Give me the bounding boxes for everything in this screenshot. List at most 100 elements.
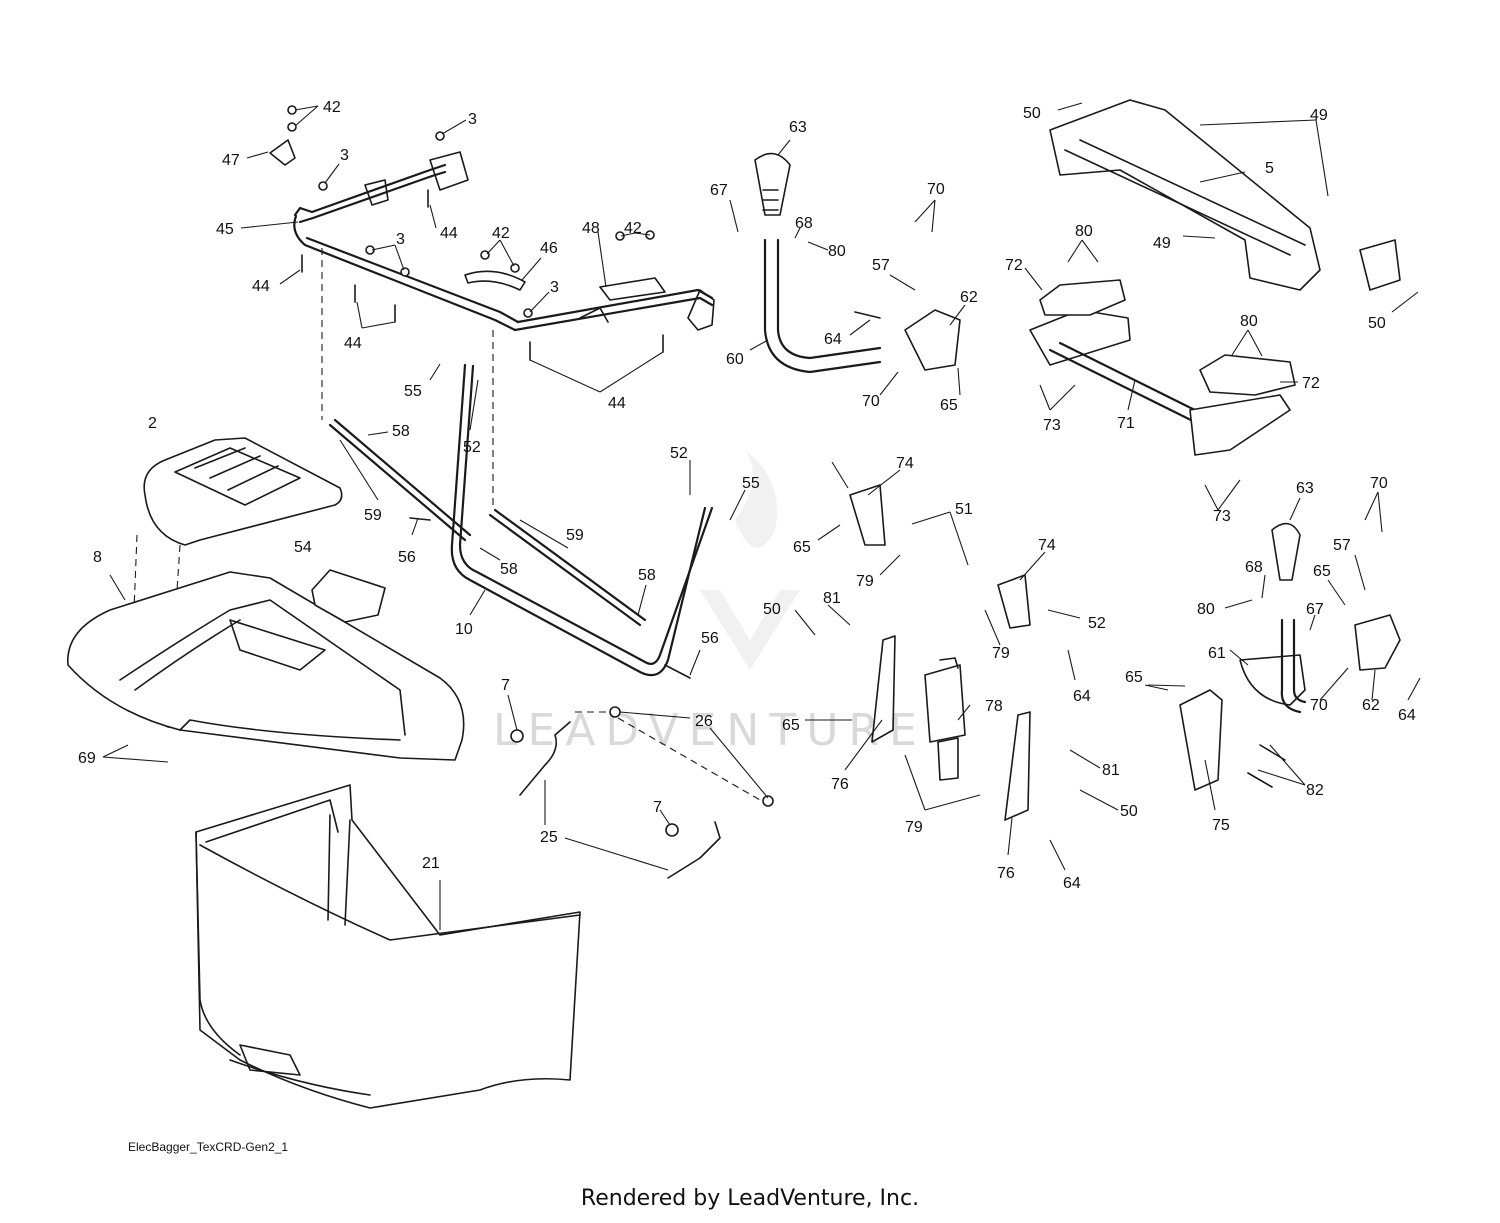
bag-21 [195, 784, 581, 1109]
callout-52a: 52 [463, 439, 481, 456]
callout-50c: 50 [763, 601, 781, 618]
callout-64a: 64 [824, 331, 842, 348]
bracket-75 [1179, 689, 1223, 791]
callout-10: 10 [455, 621, 473, 638]
callout-72b: 72 [1302, 375, 1320, 392]
callout-56b: 56 [701, 630, 719, 647]
lever-60 [754, 152, 882, 374]
lever-61 [1239, 522, 1307, 714]
callout-52b: 52 [670, 445, 688, 462]
callout-48: 48 [582, 220, 600, 237]
callout-54: 54 [294, 539, 312, 556]
bracket-47 [269, 139, 296, 166]
callout-44b: 44 [252, 278, 270, 295]
bracket-74b [997, 574, 1031, 629]
callout-71: 71 [1117, 415, 1135, 432]
callout-42c: 42 [624, 220, 642, 237]
callout-68a: 68 [795, 215, 813, 232]
lower-frame-10 [450, 363, 714, 677]
cover-2 [143, 437, 343, 546]
callout-73a: 73 [1043, 417, 1061, 434]
callout-63b: 63 [1296, 480, 1314, 497]
callout-2: 2 [148, 415, 157, 432]
callout-46: 46 [540, 240, 558, 257]
callout-78: 78 [985, 698, 1003, 715]
callout-65d: 65 [1125, 669, 1143, 686]
callout-8: 8 [93, 549, 102, 566]
callout-80a: 80 [1075, 223, 1093, 240]
callout-52d: 52 [1088, 615, 1106, 632]
callout-60: 60 [726, 351, 744, 368]
callout-64d: 64 [1063, 875, 1081, 892]
brace-59-left-b [333, 418, 472, 537]
callout-58b: 58 [500, 561, 518, 578]
callout-44c: 44 [344, 335, 362, 352]
callout-26: 26 [695, 713, 713, 730]
callout-3d: 3 [550, 279, 559, 296]
callout-67b: 67 [1306, 601, 1324, 618]
hardware-fasteners [287, 105, 664, 361]
bracket-76b [1004, 711, 1031, 821]
bracket-76a [871, 635, 896, 743]
callout-80d: 80 [1197, 601, 1215, 618]
callout-70c: 70 [1370, 475, 1388, 492]
callout-65a: 65 [940, 397, 958, 414]
callout-76b: 76 [997, 865, 1015, 882]
actuator-78 [924, 657, 966, 781]
callout-21: 21 [422, 855, 440, 872]
callout-47: 47 [222, 152, 240, 169]
callout-79b: 79 [992, 645, 1010, 662]
callout-64b: 64 [1073, 688, 1091, 705]
bagger-frame-handle [293, 151, 715, 332]
pin-56b [664, 664, 691, 679]
callout-79c: 79 [905, 819, 923, 836]
callout-51: 51 [955, 501, 973, 518]
callout-59a: 59 [364, 507, 382, 524]
callout-50d: 50 [1120, 803, 1138, 820]
callout-58a: 58 [392, 423, 410, 440]
callout-57b: 57 [1333, 537, 1351, 554]
callout-50b: 50 [1368, 315, 1386, 332]
callout-70a: 70 [927, 181, 945, 198]
callout-76a: 76 [831, 776, 849, 793]
pin-56 [409, 517, 431, 521]
callout-80b: 80 [828, 243, 846, 260]
callout-58c: 58 [638, 567, 656, 584]
callout-49a: 49 [1310, 107, 1328, 124]
callout-3b: 3 [340, 147, 349, 164]
callout-labels: 2 3 3 3 3 5 7 7 8 10 21 25 26 42 42 42 4… [78, 99, 1416, 892]
callout-5: 5 [1265, 160, 1274, 177]
callout-70b: 70 [862, 393, 880, 410]
spring-25b [667, 821, 721, 879]
pin-64a [854, 311, 881, 319]
bracket-62 [904, 309, 961, 371]
callout-3a: 3 [468, 111, 477, 128]
callout-57a: 57 [872, 257, 890, 274]
callout-55b: 55 [742, 475, 760, 492]
callout-68b: 68 [1245, 559, 1263, 576]
callout-70d: 70 [1310, 697, 1328, 714]
callout-75: 75 [1212, 817, 1230, 834]
callout-45: 45 [216, 221, 234, 238]
callout-69: 69 [78, 750, 96, 767]
bar-assembly-5 [1049, 99, 1401, 291]
callout-61: 61 [1208, 645, 1226, 662]
nut-7b [665, 823, 679, 837]
screw-26b [762, 795, 774, 807]
brace-59-right-b [493, 508, 647, 622]
spacer-82b [1247, 772, 1273, 788]
brace-59-left [328, 423, 467, 542]
watermark-text: LEADVENTURE [493, 705, 927, 756]
bar-assembly-71 [1029, 279, 1296, 456]
bracket-74a [849, 484, 886, 546]
callout-67a: 67 [710, 182, 728, 199]
footer-credit: Rendered by LeadVenture, Inc. [580, 1186, 920, 1211]
callout-74b: 74 [1038, 537, 1056, 554]
callout-62a: 62 [960, 289, 978, 306]
bagger-top-8 [67, 571, 465, 761]
callout-44a: 44 [440, 225, 458, 242]
callout-62b: 62 [1362, 697, 1380, 714]
callout-74a: 74 [896, 455, 914, 472]
callout-49b: 49 [1153, 235, 1171, 252]
